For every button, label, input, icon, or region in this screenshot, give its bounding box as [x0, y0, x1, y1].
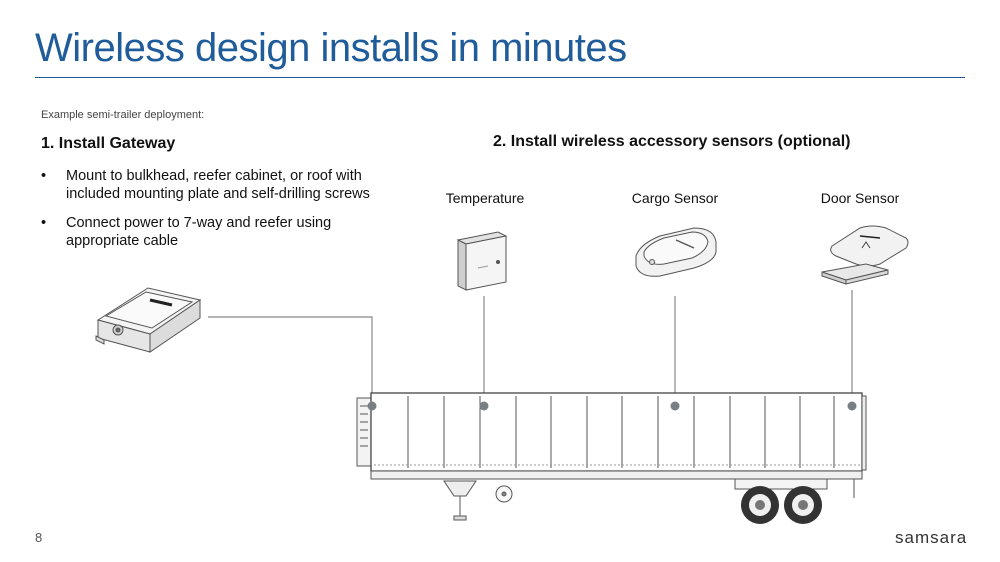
slide-subtitle: Example semi-trailer deployment: [41, 109, 205, 121]
bullet-glyph: • [41, 215, 47, 231]
sensor-markers [367, 401, 857, 411]
step2-heading: 2. Install wireless accessory sensors (o… [493, 133, 851, 150]
cargo-sensor-icon [635, 227, 717, 277]
gateway-location-marker [367, 401, 377, 411]
sensor-label-temperature: Temperature [445, 190, 525, 206]
bullet-item: • Connect power to 7-way and reefer usin… [41, 214, 401, 250]
bullet-glyph: • [41, 168, 47, 184]
step1-heading: 1. Install Gateway [41, 135, 176, 152]
page-number: 8 [35, 530, 43, 545]
sensor-label-cargo: Cargo Sensor [631, 190, 719, 206]
door-location-marker [847, 401, 857, 411]
door-sensor-icon [821, 225, 909, 285]
temperature-location-marker [479, 401, 489, 411]
bullet-text: Mount to bulkhead, reefer cabinet, or ro… [66, 168, 370, 202]
bullet-item: • Mount to bulkhead, reefer cabinet, or … [41, 167, 401, 203]
sensor-label-door: Door Sensor [820, 190, 900, 206]
bullet-text: Connect power to 7-way and reefer using … [66, 215, 332, 249]
temperature-sensor-icon [456, 231, 508, 291]
trailer-wheels [741, 486, 822, 524]
semi-trailer-icon [356, 392, 867, 521]
cargo-location-marker [670, 401, 680, 411]
slide-title: Wireless design installs in minutes [35, 26, 627, 70]
gateway-device-icon [95, 287, 202, 353]
title-divider [35, 77, 965, 78]
gateway-connector-line [208, 316, 373, 405]
samsara-logo: samsara [895, 528, 968, 547]
